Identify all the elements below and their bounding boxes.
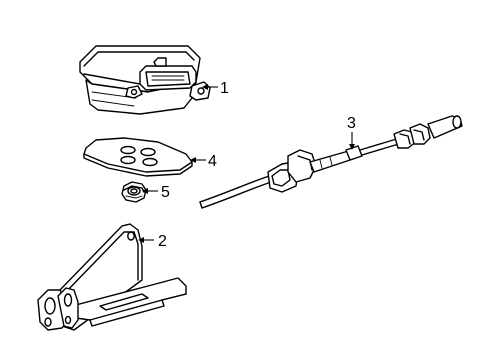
mounting-plate-part[interactable]	[83, 137, 193, 177]
callout-leader-5	[142, 188, 158, 194]
callout-label-2: 2	[158, 233, 167, 250]
callout-leader-3	[349, 132, 355, 150]
callout-label-3: 3	[347, 115, 356, 132]
mounting-bracket-part[interactable]	[37, 223, 187, 331]
cable-assembly-part[interactable]	[199, 115, 463, 209]
callout-leader-2	[138, 237, 154, 243]
callout-label-4: 4	[208, 153, 217, 170]
callout-leader-4	[190, 157, 206, 163]
nut-part[interactable]	[121, 181, 147, 203]
callout-label-1: 1	[220, 80, 229, 97]
callout-leader-1	[202, 84, 218, 90]
callout-label-5: 5	[161, 184, 170, 201]
control-module-part[interactable]	[79, 45, 211, 115]
